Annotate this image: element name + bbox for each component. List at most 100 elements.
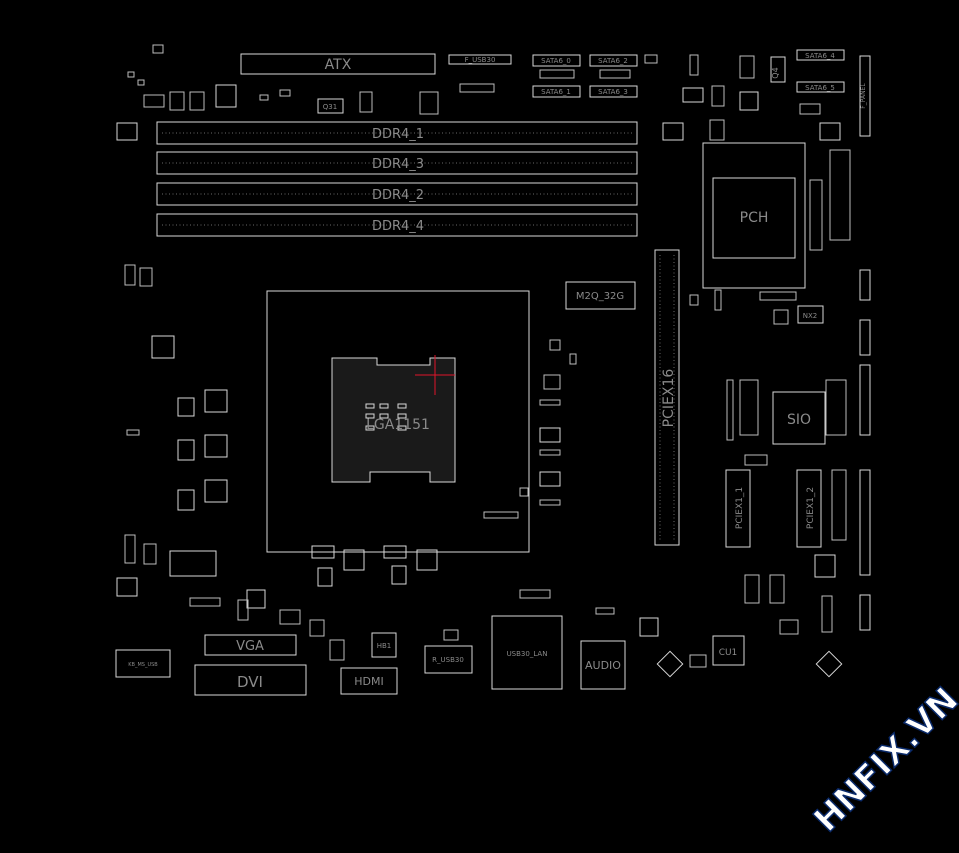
side-header-3[interactable] — [859, 364, 871, 436]
q4-label: Q4 — [771, 67, 780, 78]
sata1-label: SATA6_1 — [541, 88, 571, 96]
sata-port-3[interactable] — [589, 85, 638, 98]
ddr4-slot-1[interactable] — [156, 121, 638, 145]
hb1-chip[interactable] — [371, 632, 397, 658]
misc-chip-dl2 — [539, 471, 561, 487]
board-labels: ATX F_USB30 SATA6_0 SATA6_2 SATA6_1 SATA… — [128, 52, 867, 691]
sata4-label: SATA6_4 — [805, 52, 835, 60]
dvi-label: DVI — [237, 673, 263, 691]
sio-label: SIO — [787, 412, 811, 428]
f-panel-header[interactable] — [859, 55, 871, 137]
misc-chip-left — [116, 577, 138, 597]
usb3-lan-label: USB30_LAN — [507, 650, 548, 658]
sata3-label: SATA6_3 — [598, 88, 628, 96]
audio-jack[interactable] — [580, 640, 626, 690]
ddr4-label: DDR4_4 — [372, 219, 424, 234]
pciex-ic-1 — [682, 87, 704, 103]
usb30-lan-port[interactable] — [491, 615, 563, 690]
socket-cap-5 — [317, 567, 333, 587]
comp-top-left — [215, 84, 237, 108]
sata-port-0[interactable] — [532, 54, 581, 67]
choke-bottom — [169, 550, 217, 577]
pch-label: PCH — [740, 210, 769, 226]
misc-chip-bottom — [814, 554, 836, 578]
vrm-mosfet-1 — [204, 389, 228, 413]
pciex1-1-label: PCIEX1_1 — [735, 487, 745, 529]
dvi-port[interactable] — [194, 664, 307, 696]
misc-chip-dl1 — [539, 427, 561, 443]
bottom-chip-2 — [639, 617, 659, 637]
sio-chip[interactable] — [772, 391, 826, 445]
hdmi-port[interactable] — [340, 667, 398, 695]
misc-chip-nh — [819, 122, 841, 141]
sata0-label: SATA6_0 — [541, 57, 571, 65]
atx-label: ATX — [325, 57, 352, 73]
pciex16-slot[interactable] — [654, 249, 680, 546]
side-header-2[interactable] — [859, 319, 871, 356]
side-header-5[interactable] — [859, 594, 871, 631]
pciex1-slot-1[interactable] — [725, 469, 751, 548]
f-panel-label: F_PANEL — [860, 83, 867, 109]
ddr1-label: DDR4_1 — [372, 127, 424, 142]
r-usb30-port[interactable] — [424, 645, 473, 674]
pciex1-slot-2[interactable] — [796, 469, 822, 548]
nx2-chip[interactable] — [797, 305, 824, 324]
ddr-pin-rows — [162, 132, 675, 540]
cpu-inner-pads — [365, 403, 407, 431]
f-usb30-header[interactable] — [448, 54, 512, 65]
sata-port-1[interactable] — [532, 85, 581, 98]
diamond-chip-1 — [656, 650, 684, 678]
usb-left-label: KB_MS_USB — [128, 662, 158, 668]
nx2-label: NX2 — [803, 312, 818, 320]
sata-port-2[interactable] — [589, 54, 638, 67]
socket-cap-4 — [416, 549, 438, 571]
ddr4-slot-2[interactable] — [156, 182, 638, 206]
f-usb30-label: F_USB30 — [465, 56, 496, 64]
cu1-chip[interactable] — [712, 635, 745, 666]
m2-slot[interactable] — [565, 281, 636, 310]
cpu-socket-pads — [331, 357, 456, 483]
vrm-mosfet-5 — [177, 489, 195, 511]
hb1-label: HB1 — [377, 642, 392, 650]
red-crosshair — [415, 355, 455, 395]
pch-outline[interactable] — [702, 142, 806, 289]
misc-chip-mh — [662, 122, 684, 141]
hdmi-label: HDMI — [354, 675, 383, 688]
vrm-mosfet-6 — [177, 397, 195, 417]
m2-label: M2Q_32G — [576, 291, 624, 302]
q31-chip[interactable] — [317, 98, 344, 114]
ddr4-slot-3[interactable] — [156, 151, 638, 175]
q31-label: Q31 — [323, 103, 337, 111]
diamond-chip-2 — [815, 650, 843, 678]
motherboard-boardview: ATX F_USB30 SATA6_0 SATA6_2 SATA6_1 SATA… — [115, 44, 871, 696]
pciex1-2-label: PCIEX1_2 — [806, 487, 816, 529]
atx-connector[interactable] — [240, 53, 436, 75]
vrm-mosfet-4 — [177, 439, 195, 461]
socket-cap-6 — [391, 565, 407, 585]
socket-cap-2 — [343, 549, 365, 571]
pciex16-label: PCIEX16 — [661, 369, 677, 428]
sata2-label: SATA6_2 — [598, 57, 628, 65]
sata5-label: SATA6_5 — [805, 84, 835, 92]
socket-cap-1 — [311, 545, 335, 559]
q4-chip[interactable] — [770, 56, 786, 83]
ddr2-label: DDR4_2 — [372, 188, 424, 203]
vrm-mosfet-3 — [204, 479, 228, 503]
cpu-socket-outline[interactable] — [266, 290, 530, 553]
audio-label: AUDIO — [585, 659, 621, 672]
vrm-chip — [151, 335, 175, 359]
vga-port[interactable] — [204, 634, 297, 656]
bottom-chip-1 — [246, 589, 266, 609]
ddr4-slot-4[interactable] — [156, 213, 638, 237]
sata-port-5[interactable] — [796, 81, 845, 93]
side-header-4[interactable] — [859, 469, 871, 576]
cu1-label: CU1 — [719, 648, 738, 658]
side-header-1[interactable] — [859, 269, 871, 301]
vga-label: VGA — [236, 639, 264, 654]
r-usb30-label: R_USB30 — [432, 656, 464, 664]
pch-chip[interactable] — [712, 177, 796, 259]
usb-left-port[interactable] — [115, 649, 171, 678]
socket-cap-3 — [383, 545, 407, 559]
sata-port-4[interactable] — [796, 49, 845, 61]
right-chip-1 — [739, 91, 759, 111]
